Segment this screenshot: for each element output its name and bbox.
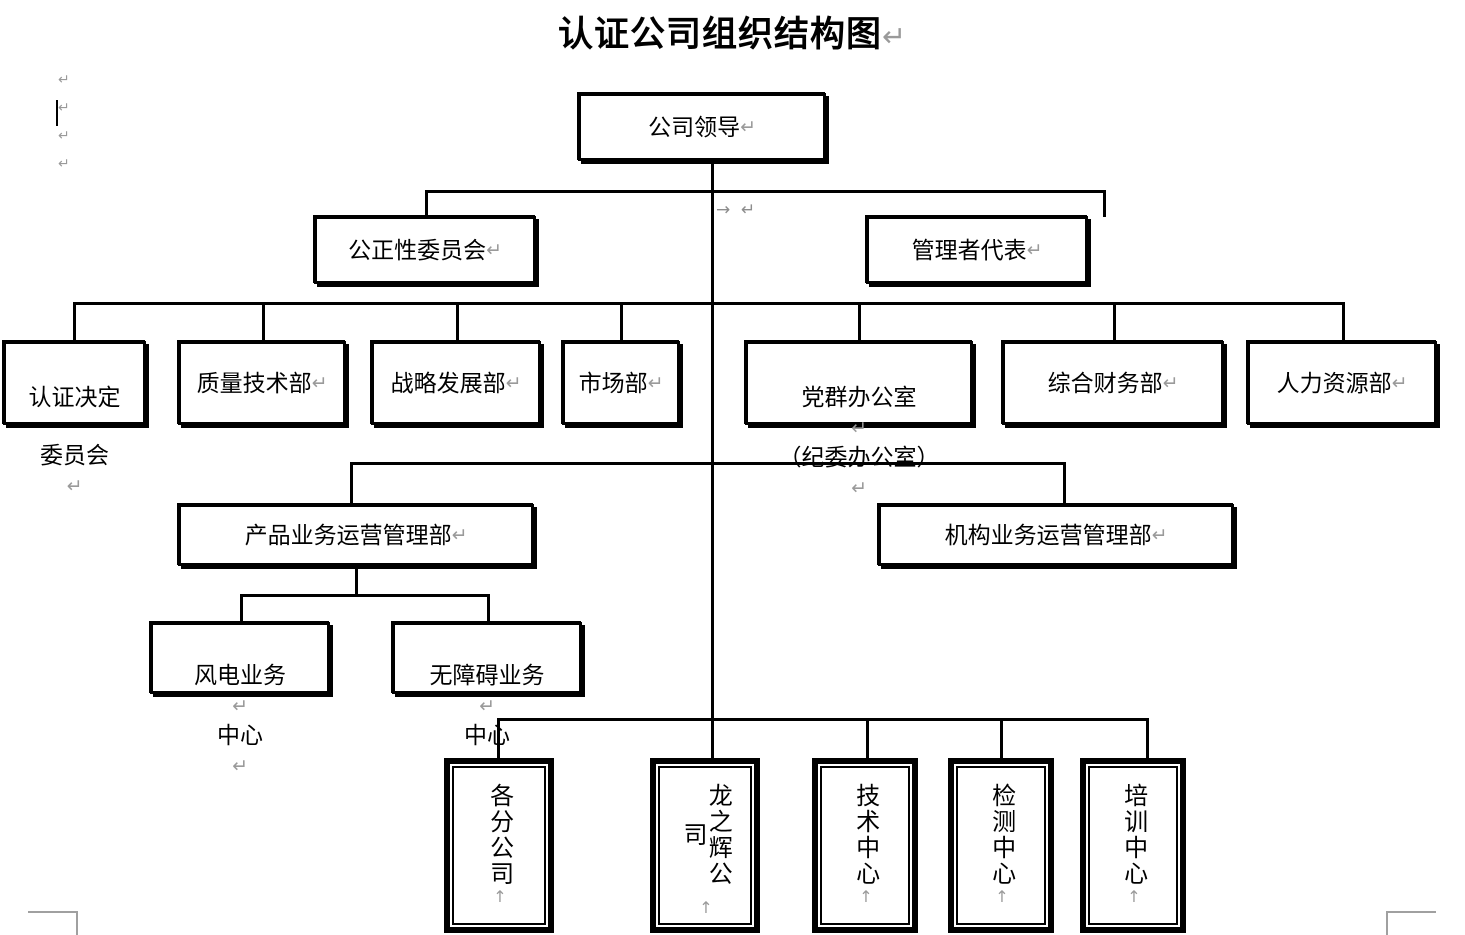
paragraph-mark-icon: ↵ bbox=[486, 238, 502, 261]
node-wind-power-center-line1: 风电业务 bbox=[194, 662, 286, 688]
connector-level3-drop-2 bbox=[262, 302, 265, 342]
connector-level2-drop-left bbox=[425, 190, 428, 217]
page-margin-corner-bottom-left bbox=[28, 911, 78, 935]
paragraph-mark-icon: ↑ bbox=[992, 887, 1012, 908]
paragraph-mark-icon: ↑ bbox=[856, 887, 876, 908]
paragraph-mark-icon: ↵ bbox=[881, 19, 908, 53]
node-training-center-label: 培训中心 bbox=[1119, 783, 1147, 887]
node-quality-technology-dept[interactable]: 质量技术部↵ bbox=[178, 341, 346, 425]
paragraph-mark-icon: ↵ bbox=[1026, 238, 1043, 261]
connector-level3-drop-3 bbox=[456, 302, 459, 342]
paragraph-mark-icon: ↵ bbox=[505, 371, 522, 394]
connector-level5-bus bbox=[240, 594, 490, 597]
connector-level6-drop-3 bbox=[866, 718, 869, 762]
node-testing-center[interactable]: 检测中心↑ bbox=[948, 758, 1054, 933]
node-finance-dept-label: 综合财务部 bbox=[1047, 369, 1163, 396]
node-finance-dept[interactable]: 综合财务部↵ bbox=[1002, 341, 1224, 425]
node-marketing-dept[interactable]: 市场部↵ bbox=[562, 341, 680, 425]
paragraph-mark-icon: ↵ bbox=[66, 475, 83, 497]
connector-level3-drop-5 bbox=[858, 302, 861, 342]
node-impartiality-committee[interactable]: 公正性委员会↵ bbox=[314, 216, 536, 284]
paragraph-mark-icon: ↵ bbox=[1151, 523, 1168, 546]
node-product-operations-dept-label: 产品业务运营管理部 bbox=[244, 521, 452, 548]
node-impartiality-committee-label: 公正性委员会 bbox=[348, 236, 487, 263]
paragraph-mark-icon: ↵ bbox=[479, 695, 495, 717]
connector-level3-drop-4 bbox=[620, 302, 623, 342]
paragraph-mark-icon: ↵ bbox=[58, 72, 70, 88]
node-technology-center-label: 技术中心 bbox=[851, 783, 879, 887]
center-annotation-mark: → ↵ bbox=[716, 200, 756, 220]
node-training-center[interactable]: 培训中心↑ bbox=[1080, 758, 1186, 933]
connector-level2-drop-right bbox=[1103, 190, 1106, 217]
connector-level4-drop-right bbox=[1063, 462, 1066, 504]
node-accessibility-center-line1: 无障碍业务 bbox=[429, 662, 545, 688]
paragraph-mark-icon: ↵ bbox=[58, 128, 70, 144]
connector-level5-stem bbox=[355, 566, 358, 594]
connector-level6-drop-4 bbox=[1000, 718, 1003, 762]
paragraph-mark-icon: ↵ bbox=[232, 695, 248, 717]
page-margin-corner-bottom-right bbox=[1386, 911, 1436, 935]
page-title: 认证公司组织结构图↵ bbox=[0, 6, 1465, 57]
node-hr-dept[interactable]: 人力资源部↵ bbox=[1247, 341, 1437, 425]
node-management-representative-label: 管理者代表 bbox=[911, 236, 1027, 263]
paragraph-mark-icon: ↵ bbox=[740, 115, 756, 138]
paragraph-mark-icon: ↵ bbox=[58, 156, 70, 172]
node-party-office[interactable]: 党群办公室 ↵ （纪委办公室） ↵ bbox=[745, 341, 973, 499]
node-hr-dept-label: 人力资源部 bbox=[1276, 369, 1392, 396]
node-product-operations-dept[interactable]: 产品业务运营管理部↵ bbox=[178, 504, 534, 566]
connector-level6-drop-1 bbox=[497, 718, 500, 762]
node-longzhihui-company-label: 龙之辉公司 bbox=[679, 783, 732, 887]
node-institution-operations-dept-label: 机构业务运营管理部 bbox=[944, 521, 1152, 548]
paragraph-mark-icon: ↵ bbox=[311, 371, 328, 394]
node-certification-decision-committee-line1: 认证决定 bbox=[28, 384, 121, 410]
connector-level3-drop-6 bbox=[1113, 302, 1116, 342]
paragraph-mark-icon: ↵ bbox=[851, 477, 867, 499]
node-party-office-line1: 党群办公室 bbox=[801, 384, 917, 410]
connector-level5-drop-left bbox=[240, 594, 243, 622]
editor-paragraph-marks: ↵ ↵ ↵ ↵ bbox=[58, 66, 98, 178]
paragraph-mark-icon: ↵ bbox=[1391, 371, 1408, 394]
node-longzhihui-company[interactable]: 龙之辉公司 ↑ bbox=[650, 758, 760, 933]
connector-level3-drop-7 bbox=[1342, 302, 1345, 342]
connector-main-spine bbox=[711, 160, 714, 762]
node-company-leader-label: 公司领导 bbox=[648, 113, 741, 140]
paragraph-mark-icon: ↵ bbox=[451, 523, 468, 546]
paragraph-mark-icon: ↵ bbox=[647, 371, 664, 394]
paragraph-mark-icon: ↑ bbox=[490, 887, 510, 908]
connector-level2-bus bbox=[425, 190, 1106, 193]
paragraph-mark-icon: ↵ bbox=[232, 755, 248, 777]
node-party-office-line2: （纪委办公室） bbox=[778, 444, 940, 470]
node-wind-power-center-line2: 中心 bbox=[217, 722, 263, 748]
text-cursor-caret bbox=[56, 100, 58, 126]
node-company-leader[interactable]: 公司领导↵ bbox=[578, 93, 826, 161]
node-strategy-development-dept[interactable]: 战略发展部↵ bbox=[371, 341, 541, 425]
paragraph-mark-icon: ↵ bbox=[1162, 371, 1179, 394]
connector-level5-drop-right bbox=[487, 594, 490, 622]
node-wind-power-center[interactable]: 风电业务 ↵ 中心 ↵ bbox=[150, 622, 330, 777]
page-title-text: 认证公司组织结构图 bbox=[557, 15, 882, 54]
node-certification-decision-committee-line2: 委员会 bbox=[40, 442, 109, 468]
connector-level4-bus bbox=[350, 462, 1066, 465]
paragraph-mark-icon: ↑ bbox=[696, 898, 716, 919]
connector-level4-drop-left bbox=[350, 462, 353, 504]
node-testing-center-label: 检测中心 bbox=[987, 783, 1015, 887]
paragraph-mark-icon: ↵ bbox=[58, 100, 70, 116]
node-certification-decision-committee[interactable]: 认证决定 委员会 ↵ bbox=[3, 341, 146, 497]
node-branch-companies[interactable]: 各分公司↑ bbox=[444, 758, 554, 933]
node-technology-center[interactable]: 技术中心↑ bbox=[812, 758, 918, 933]
node-branch-companies-label: 各分公司 bbox=[485, 783, 513, 887]
node-accessibility-center[interactable]: 无障碍业务↵ 中心↵ bbox=[392, 622, 582, 777]
connector-level3-drop-1 bbox=[73, 302, 76, 342]
paragraph-mark-icon: ↑ bbox=[1124, 887, 1144, 908]
connector-level6-bus bbox=[497, 718, 1149, 721]
connector-level3-bus bbox=[73, 302, 1345, 305]
node-management-representative[interactable]: 管理者代表↵ bbox=[866, 216, 1088, 284]
node-institution-operations-dept[interactable]: 机构业务运营管理部↵ bbox=[878, 504, 1234, 566]
node-marketing-dept-label: 市场部 bbox=[578, 369, 648, 396]
node-quality-technology-dept-label: 质量技术部 bbox=[196, 369, 312, 396]
paragraph-mark-icon: ↵ bbox=[851, 417, 867, 439]
node-accessibility-center-line2: 中心 bbox=[464, 722, 510, 748]
node-strategy-development-dept-label: 战略发展部 bbox=[390, 369, 506, 396]
connector-level6-drop-5 bbox=[1146, 718, 1149, 762]
